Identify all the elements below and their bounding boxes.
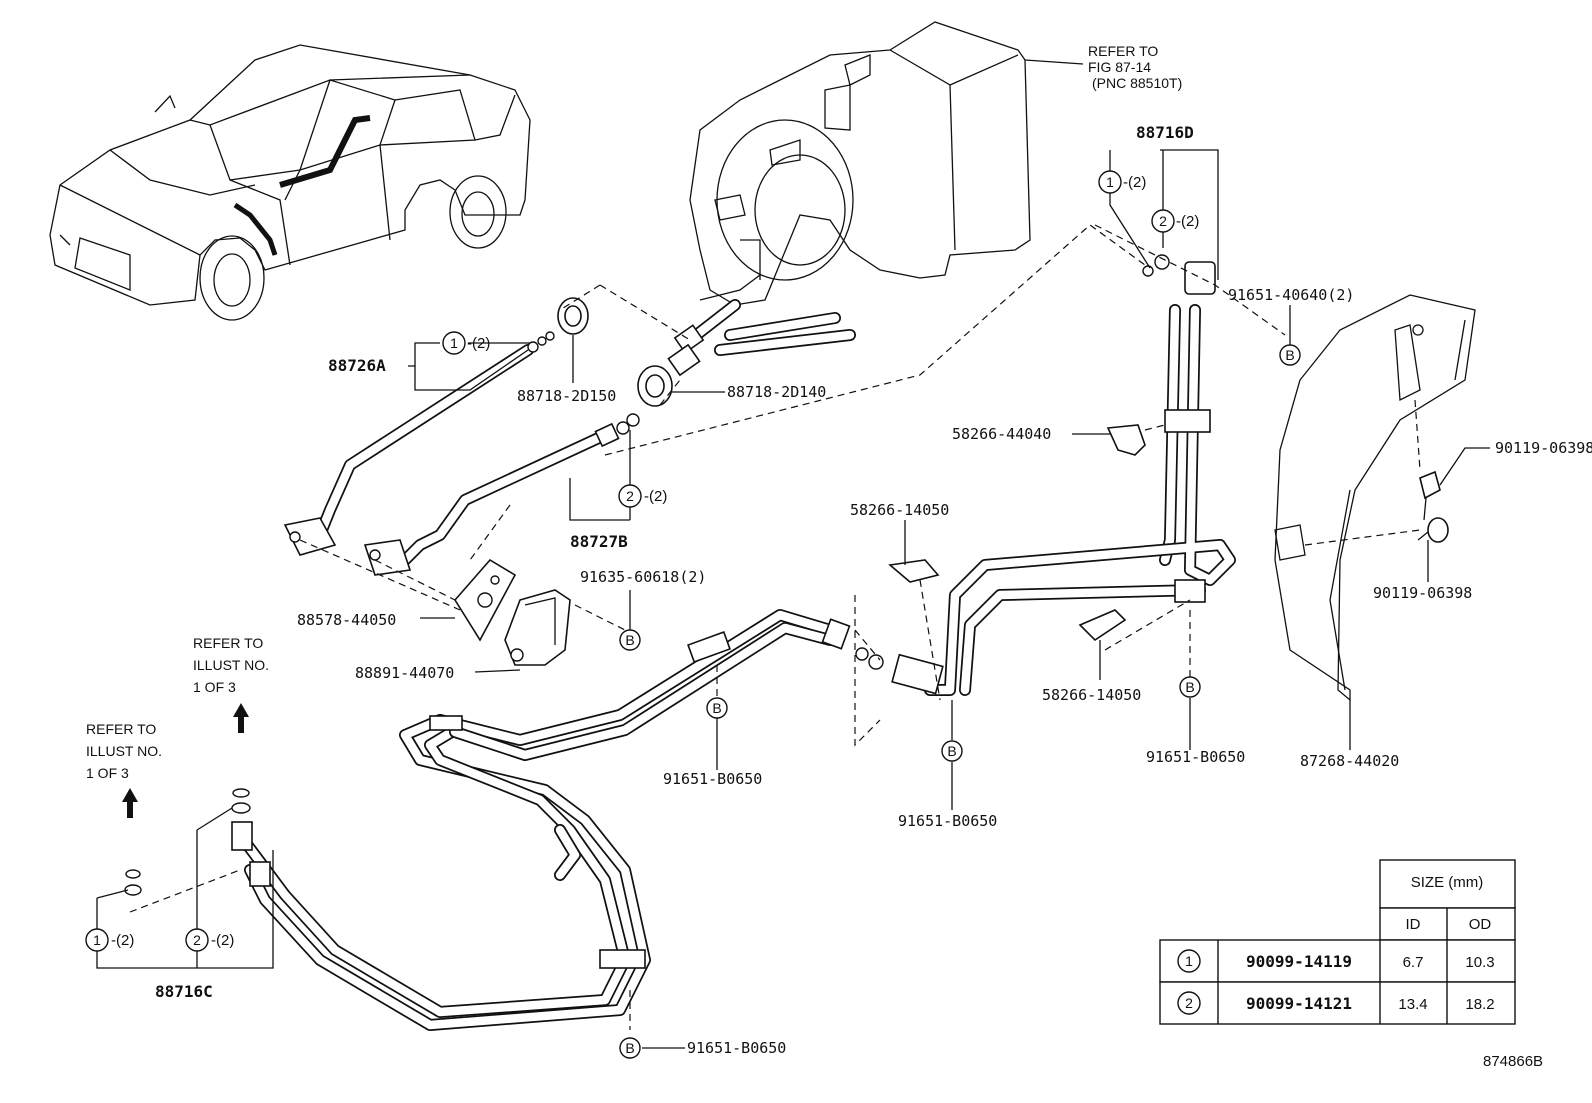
svg-text:2: 2 bbox=[626, 488, 634, 504]
arrow-up-icon bbox=[233, 703, 249, 733]
qty-label: -(2) bbox=[1176, 213, 1199, 230]
circle-marker-1: 1 bbox=[85, 928, 109, 952]
bolt-marker-b: B bbox=[1179, 676, 1201, 698]
bolt-marker-b: B bbox=[706, 697, 728, 719]
part-label-58266-14050: 58266-14050 bbox=[850, 501, 949, 519]
dashed-leaders bbox=[129, 224, 1421, 1030]
bolt-90119-06398-b bbox=[1417, 517, 1449, 543]
part-label-88718-2D150: 88718-2D150 bbox=[517, 387, 616, 405]
refer-illust-line2: ILLUST NO. bbox=[86, 743, 162, 759]
size-table: SIZE (mm) ID OD 1 90099-14119 6.7 10.3 2… bbox=[1159, 859, 1516, 1025]
bolt-marker-b: B bbox=[941, 740, 963, 762]
table-row: 2 90099-14121 13.4 18.2 bbox=[1177, 991, 1495, 1015]
bolt-marker-b: B bbox=[619, 1037, 641, 1059]
circle-marker-2: 2 bbox=[185, 928, 209, 952]
size-table-od: 10.3 bbox=[1465, 954, 1494, 971]
o-rings-88716C bbox=[124, 788, 251, 896]
part-label-91635-60618: 91635-60618(2) bbox=[580, 568, 706, 586]
size-table-id: 13.4 bbox=[1398, 996, 1427, 1013]
size-table-id: 6.7 bbox=[1403, 954, 1424, 971]
part-label-88726A: 88726A bbox=[328, 356, 386, 375]
svg-text:B: B bbox=[1185, 679, 1194, 695]
part-label-91651-B0650: 91651-B0650 bbox=[687, 1039, 786, 1057]
heater-outlet-pipes bbox=[667, 299, 856, 377]
part-label-88891-44070: 88891-44070 bbox=[355, 664, 454, 682]
svg-text:B: B bbox=[712, 700, 721, 716]
circle-marker-1: 1 bbox=[442, 331, 466, 355]
arrow-up-icon bbox=[122, 788, 138, 818]
part-label-87268-44020: 87268-44020 bbox=[1300, 752, 1399, 770]
circle-marker-1: 1 bbox=[1098, 170, 1122, 194]
hose-88726A bbox=[283, 331, 555, 556]
svg-text:2: 2 bbox=[1159, 213, 1167, 229]
bracket-88578-44050 bbox=[454, 558, 517, 642]
figure-id: 874866B bbox=[1483, 1053, 1543, 1070]
part-label-88718-2D140: 88718-2D140 bbox=[727, 383, 826, 401]
qty-label: -(2) bbox=[211, 932, 234, 949]
part-label-91651-40640: 91651-40640(2) bbox=[1228, 286, 1354, 304]
part-label-91651-B0650: 91651-B0650 bbox=[1146, 748, 1245, 766]
refer-illust-line3: 1 OF 3 bbox=[86, 765, 129, 781]
bolt-marker-b: B bbox=[1279, 344, 1301, 366]
refer-illust-line2: ILLUST NO. bbox=[193, 657, 269, 673]
part-label-88716D: 88716D bbox=[1136, 123, 1194, 142]
svg-text:2: 2 bbox=[1185, 995, 1193, 1011]
size-table-part: 90099-14119 bbox=[1246, 952, 1352, 971]
part-label-88578-44050: 88578-44050 bbox=[297, 611, 396, 629]
bolt-90119-06398-a bbox=[1419, 470, 1441, 521]
main-pipes-lower bbox=[231, 609, 851, 1031]
table-row: 1 90099-14119 6.7 10.3 bbox=[1177, 949, 1495, 973]
size-table-header: SIZE (mm) bbox=[1411, 874, 1484, 891]
refer-fig-line1: REFER TO bbox=[1088, 43, 1158, 59]
part-label-90119-06398: 90119-06398 bbox=[1495, 439, 1592, 457]
refer-illust-line1: REFER TO bbox=[193, 635, 263, 651]
part-label-91651-B0650: 91651-B0650 bbox=[663, 770, 762, 788]
refer-illust-line1: REFER TO bbox=[86, 721, 156, 737]
duct-87268-44020 bbox=[1274, 294, 1476, 702]
svg-text:1: 1 bbox=[450, 335, 458, 351]
svg-text:B: B bbox=[625, 1040, 634, 1056]
part-label-88727B: 88727B bbox=[570, 532, 628, 551]
right-pipes-88716D bbox=[855, 254, 1236, 696]
svg-text:1: 1 bbox=[93, 932, 101, 948]
size-table-od: 18.2 bbox=[1465, 996, 1494, 1013]
part-label-88716C: 88716C bbox=[155, 982, 213, 1001]
vehicle-illustration bbox=[49, 44, 531, 321]
svg-text:B: B bbox=[947, 743, 956, 759]
svg-text:B: B bbox=[625, 632, 634, 648]
svg-text:B: B bbox=[1285, 347, 1294, 363]
qty-label: -(2) bbox=[111, 932, 134, 949]
refer-illust-line3: 1 OF 3 bbox=[193, 679, 236, 695]
size-table-part: 90099-14121 bbox=[1246, 994, 1352, 1013]
qty-label: -(2) bbox=[467, 335, 490, 352]
hose-88727B bbox=[363, 413, 640, 576]
clip-58266-14050-top bbox=[888, 559, 940, 583]
svg-text:2: 2 bbox=[193, 932, 201, 948]
heater-unit bbox=[689, 21, 1031, 306]
clamp-88718-2D150 bbox=[557, 297, 589, 335]
part-label-91651-B0650: 91651-B0650 bbox=[898, 812, 997, 830]
bracket-88891-44070 bbox=[504, 589, 571, 666]
refer-fig-line2: FIG 87-14 bbox=[1088, 59, 1151, 75]
clip-58266-44040 bbox=[1106, 424, 1146, 456]
clip-58266-14050-bottom bbox=[1078, 609, 1127, 642]
circle-marker-2: 2 bbox=[618, 484, 642, 508]
part-label-58266-44040: 58266-44040 bbox=[952, 425, 1051, 443]
clamp-88718-2D140 bbox=[637, 365, 673, 407]
size-table-col-id: ID bbox=[1406, 916, 1421, 933]
qty-label: -(2) bbox=[1123, 174, 1146, 191]
refer-fig-line3: (PNC 88510T) bbox=[1092, 75, 1182, 91]
part-label-90119-06398: 90119-06398 bbox=[1373, 584, 1472, 602]
svg-text:1: 1 bbox=[1106, 174, 1114, 190]
circle-marker-2: 2 bbox=[1151, 209, 1175, 233]
size-table-col-od: OD bbox=[1469, 916, 1492, 933]
bolt-marker-b: B bbox=[619, 629, 641, 651]
qty-label: -(2) bbox=[644, 488, 667, 505]
part-label-58266-14050: 58266-14050 bbox=[1042, 686, 1141, 704]
svg-text:1: 1 bbox=[1185, 953, 1193, 969]
